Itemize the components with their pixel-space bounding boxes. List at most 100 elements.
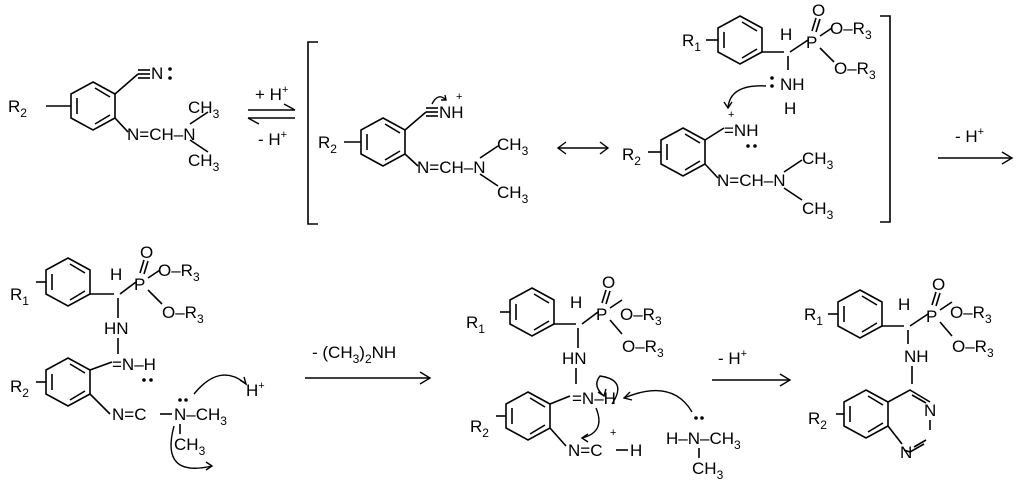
phenyl-ring [509, 287, 555, 337]
ring-inner-bond [867, 422, 884, 433]
n-lone-pair [149, 378, 153, 382]
phenyl-ring [717, 15, 763, 65]
deprotonation-arrow-2: - H+ [712, 348, 792, 387]
ester-top: O–R3 [830, 19, 872, 42]
equilibrium-arrow: + H+ - H+ [247, 84, 296, 149]
n-lone-pair [142, 378, 146, 382]
n-lone-pair [694, 416, 698, 420]
step3-label: - (CH3)2NH [312, 343, 396, 366]
n-methyl-label: CH3 [174, 435, 206, 458]
ring-inner-bond [69, 263, 86, 274]
plus-charge: + [456, 91, 462, 103]
ring-inner-bond [684, 133, 701, 144]
step4-head [779, 373, 792, 387]
iminium-label: =NH [724, 121, 758, 140]
elimination-arrow: - (CH3)2NH [305, 343, 432, 385]
ester-top: O–R3 [158, 261, 200, 284]
n3-label: N [924, 401, 936, 420]
p-double-o [143, 260, 149, 275]
p-double-o [931, 291, 937, 306]
plus-charge: + [610, 427, 616, 439]
amidine-label: N=CH–N [717, 171, 786, 190]
molecule-2-nitrilium: R2 NH + N=CH–N CH3 CH3 [318, 91, 529, 206]
p-o-bond [819, 27, 833, 37]
ester-bottom: O–R3 [834, 59, 876, 82]
plus-charge: + [728, 109, 734, 121]
methyl-bottom-label: CH3 [497, 183, 529, 206]
methyl-bond [783, 159, 803, 173]
molecule-5-formamidinium: R1 H P O O–R3 O–R3 HN R2 =N–H N=C + H [466, 273, 741, 482]
step2-label: - H+ [955, 126, 984, 146]
p-double-o [815, 18, 821, 33]
n-lone-pair [700, 416, 704, 420]
ring-inner-bond [741, 21, 758, 32]
r2-label: R2 [470, 417, 489, 440]
formyl-h: H [630, 441, 642, 460]
amidine-bond [704, 163, 719, 179]
nitrile-n-label: N [151, 64, 163, 83]
imine-label: =N–H [112, 355, 156, 374]
ring-inner-bond [94, 114, 111, 125]
hn-label: HN [562, 349, 587, 368]
nh-label: NH [904, 347, 929, 366]
p-o-bond [939, 301, 953, 311]
ring-inner-bond [861, 322, 878, 333]
methyl-bond [189, 139, 209, 153]
ester-top: O–R3 [620, 305, 662, 328]
ring-inner-bond [529, 397, 546, 408]
ring-inner-bond [69, 390, 86, 401]
p-o-bond [939, 321, 953, 337]
p-o-bond [147, 289, 163, 305]
methyl-bond [479, 145, 499, 159]
methyl-bond [783, 187, 803, 201]
amidine-bond [89, 393, 111, 415]
ring-inner-bond [533, 320, 550, 331]
p-double-o [811, 17, 817, 32]
protonation-arrowhead [239, 376, 248, 386]
step3-head [419, 371, 432, 385]
p-double-o [601, 289, 607, 304]
resonance-head-right [599, 141, 610, 155]
methyl-top-label: CH3 [188, 98, 220, 121]
molecule-1-starting-material: R2 N N=CH–N CH3 CH3 [8, 64, 220, 174]
ester-top: O–R3 [950, 303, 992, 326]
amine-nh: NH [780, 75, 805, 94]
p-double-o [139, 259, 145, 274]
oxo-o: O [602, 273, 615, 292]
p-o-bond [819, 47, 835, 63]
curved-arrowhead [441, 94, 447, 101]
molecule-4-adduct: R1 H P O O–R3 O–R3 HN R2 =N–H N=C N–CH3 … [10, 243, 265, 471]
n-lone-pair [753, 144, 757, 148]
ring-c-bond [89, 361, 113, 371]
molecule-3-attack-complex: R1 H P O O–R3 O–R3 NH H R2 + =NH N=CH–N [622, 1, 876, 222]
n-lone-pair [178, 398, 182, 402]
r1-label: R1 [682, 31, 701, 54]
p-double-o [605, 290, 611, 305]
ch-p-bond [581, 311, 599, 325]
resonance-head-left [556, 141, 567, 155]
pyrimidine-ring [903, 443, 925, 453]
back-arrowhead [247, 117, 260, 125]
amidine-label: N=CH–N [127, 125, 196, 144]
methyl-bond [189, 111, 209, 125]
ring-inner-bond [384, 123, 401, 134]
ester-bottom: O–R3 [622, 337, 664, 360]
ch-p-bond [909, 313, 929, 327]
attack-arrowhead [723, 101, 733, 110]
phosphorus: P [926, 307, 937, 326]
pyrimidine-double-bond [911, 394, 927, 404]
pyrimidine-double-bond [913, 439, 927, 448]
methyl-bond [479, 173, 499, 187]
methine-h: H [570, 293, 582, 312]
nitrile-bond [404, 111, 427, 131]
r1-label: R1 [10, 285, 29, 308]
oxo-o: O [140, 243, 153, 262]
phenyl-ring [837, 289, 883, 339]
methine-h: H [110, 265, 122, 284]
pyrimidine-ring [887, 389, 931, 403]
lone-pair-dot [168, 67, 172, 71]
n-lone-pair [184, 398, 188, 402]
p-o-bond [609, 319, 623, 335]
base-attack-arrow [623, 389, 693, 413]
amidine-bond [404, 153, 419, 167]
